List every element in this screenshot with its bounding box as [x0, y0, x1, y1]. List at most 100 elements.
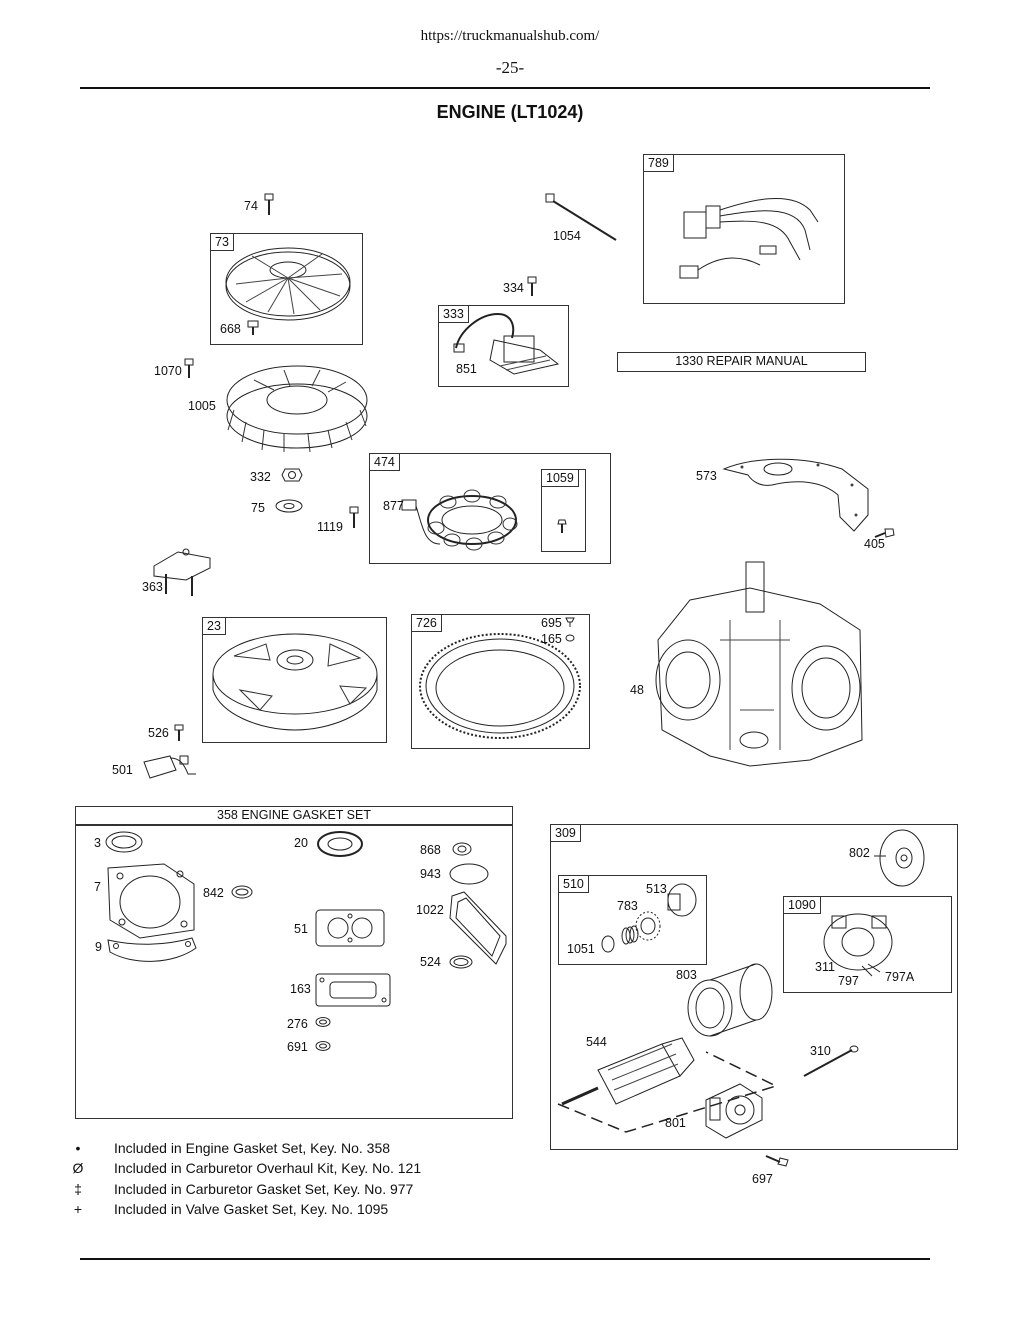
screw-1070-drawing — [184, 358, 194, 380]
rectifier-drawing — [140, 752, 200, 782]
ring-gear-drawing — [416, 628, 584, 742]
washer-drawing — [274, 498, 304, 514]
box-armature: 333 — [438, 305, 569, 387]
box-ring-gear: 726 — [411, 614, 590, 749]
screw-526-drawing — [174, 724, 184, 742]
part-label-691: 691 — [287, 1040, 308, 1054]
screw-695-drawing — [565, 617, 575, 627]
part-label-573: 573 — [696, 469, 717, 483]
page-title: ENGINE (LT1024) — [436, 102, 584, 122]
part-label-9: 9 — [95, 940, 102, 954]
part-label-797: 797 — [838, 974, 859, 988]
part-label-842: 842 — [203, 886, 224, 900]
nut-drawing — [281, 466, 303, 484]
part-label-526: 526 — [148, 726, 169, 740]
oring-943-drawing — [448, 862, 490, 886]
box-key-789: 789 — [644, 155, 674, 172]
box-alternator: 474 — [369, 453, 611, 564]
part-label-803: 803 — [676, 968, 697, 982]
box-wire-harness: 789 — [643, 154, 845, 304]
screw-697-drawing — [764, 1152, 790, 1168]
box-drive-kit: 510 — [558, 875, 707, 965]
blower-housing-drawing — [222, 244, 354, 326]
washer-165-drawing — [565, 634, 575, 642]
part-label-697: 697 — [752, 1172, 773, 1186]
repair-manual-bar: 1330 REPAIR MANUAL — [617, 352, 866, 372]
screw-1059-drawing — [557, 519, 567, 535]
rectifier-bracket-drawing — [152, 548, 214, 598]
part-label-524: 524 — [420, 955, 441, 969]
seal-868-drawing — [451, 842, 473, 856]
part-label-1022: 1022 — [416, 903, 444, 917]
box-key-510: 510 — [559, 876, 589, 893]
bolt-310-drawing — [800, 1044, 860, 1080]
legend-row: • Included in Engine Gasket Set, Key. No… — [68, 1138, 518, 1158]
part-label-334: 334 — [503, 281, 524, 295]
flywheel-drawing — [210, 630, 380, 734]
legend-text: Included in Carburetor Overhaul Kit, Key… — [114, 1160, 422, 1176]
part-label-1070: 1070 — [154, 364, 182, 378]
part-label-51: 51 — [294, 922, 308, 936]
alternator-drawing — [400, 484, 520, 554]
end-cap-802-drawing — [872, 826, 928, 890]
fan-drawing — [224, 360, 370, 452]
part-label-165: 165 — [541, 632, 562, 646]
box-key-726: 726 — [412, 615, 442, 632]
box-key-309: 309 — [551, 825, 581, 842]
legend-text: Included in Carburetor Gasket Set, Key. … — [114, 1181, 414, 1197]
gasket-163-drawing — [314, 972, 392, 1008]
part-label-7: 7 — [94, 880, 101, 894]
screw-334-drawing — [527, 276, 537, 298]
end-plate-801-drawing — [700, 1080, 766, 1142]
engine-block-drawing — [650, 560, 870, 768]
box-key-333: 333 — [439, 306, 469, 323]
cable-tie-drawing — [544, 192, 620, 244]
legend-text: Included in Engine Gasket Set, Key. No. … — [114, 1140, 391, 1156]
top-rule — [80, 87, 930, 89]
part-label-276: 276 — [287, 1017, 308, 1031]
part-label-74: 74 — [244, 199, 258, 213]
armature-544-drawing — [558, 1030, 698, 1110]
box-starter: 309 — [550, 824, 958, 1150]
part-label-877: 877 — [383, 499, 404, 513]
gasket-9-drawing — [104, 934, 200, 970]
baffle-drawing — [722, 455, 872, 535]
part-label-3: 3 — [94, 836, 101, 850]
bottom-rule — [80, 1258, 930, 1260]
drive-kit-drawing — [596, 880, 704, 956]
box-flywheel: 23 — [202, 617, 387, 743]
screw-405-drawing — [873, 527, 895, 541]
legend-symbol: + — [73, 1201, 83, 1217]
box-gasket-set — [75, 824, 513, 1119]
legend-text: Included in Valve Gasket Set, Key. No. 1… — [114, 1201, 389, 1217]
gasket-51-drawing — [314, 908, 386, 948]
part-label-20: 20 — [294, 836, 308, 850]
kit-outline-dashed — [556, 1050, 778, 1134]
legend: • Included in Engine Gasket Set, Key. No… — [68, 1138, 518, 1222]
part-label-797a: 797A — [885, 970, 915, 984]
armature-drawing — [450, 310, 562, 380]
part-label-513: 513 — [646, 882, 667, 896]
part-label-1051: 1051 — [567, 942, 595, 956]
part-label-544: 544 — [586, 1035, 607, 1049]
legend-row: + Included in Valve Gasket Set, Key. No.… — [68, 1199, 518, 1219]
part-label-75: 75 — [251, 501, 265, 515]
source-url: https://truckmanualshub.com/ — [420, 28, 600, 44]
screw-74-drawing — [264, 193, 274, 217]
head-gasket-7-drawing — [104, 860, 200, 942]
legend-symbol: ‡ — [74, 1181, 82, 1197]
part-label-802: 802 — [849, 846, 870, 860]
seal-276-drawing — [314, 1016, 332, 1028]
part-label-851: 851 — [456, 362, 477, 376]
box-key-1059: 1059 — [542, 470, 579, 487]
part-label-363: 363 — [142, 580, 163, 594]
legend-row: ‡ Included in Carburetor Gasket Set, Key… — [68, 1179, 518, 1199]
gasket-1022-drawing — [448, 890, 508, 968]
box-key-1090: 1090 — [784, 897, 821, 914]
gasket-set-bar: 358 ENGINE GASKET SET — [75, 806, 513, 826]
screw-1119-drawing — [349, 506, 359, 530]
part-label-801: 801 — [665, 1116, 686, 1130]
part-label-48: 48 — [630, 683, 644, 697]
legend-symbol: Ø — [72, 1160, 84, 1176]
wire-harness-drawing — [660, 180, 830, 290]
